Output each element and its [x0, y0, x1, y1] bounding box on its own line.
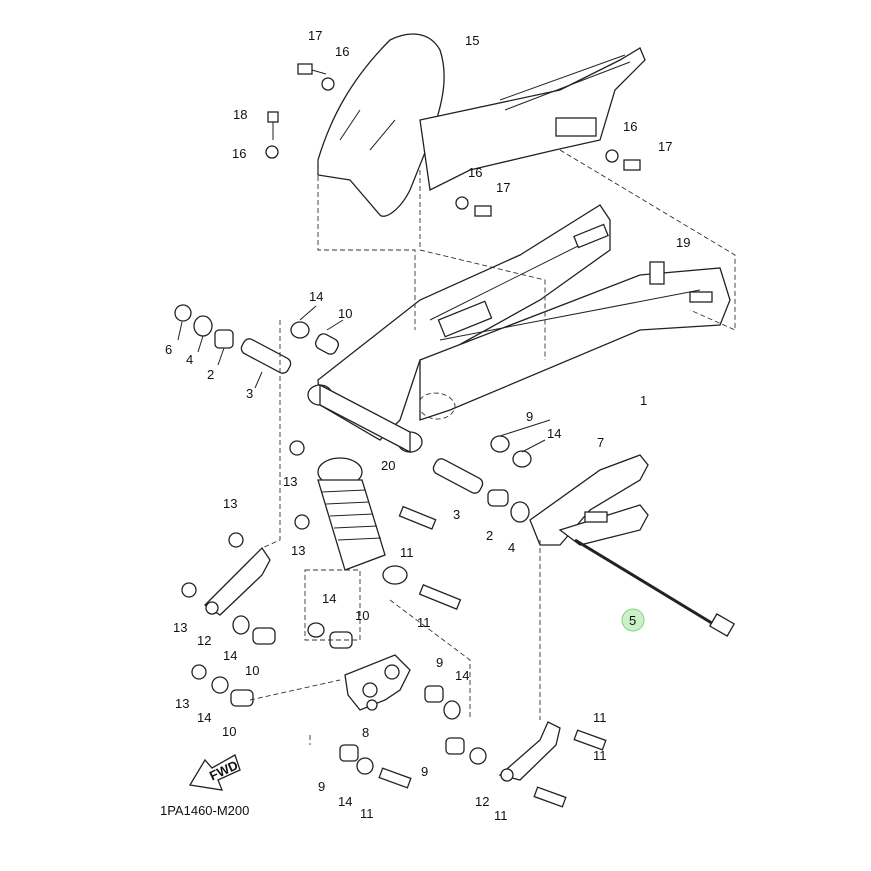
callout-13[interactable]: 13: [283, 474, 297, 489]
callout-14[interactable]: 14: [223, 648, 237, 663]
callout-13[interactable]: 13: [175, 696, 189, 711]
callout-17[interactable]: 17: [308, 28, 322, 43]
callout-10[interactable]: 10: [355, 608, 369, 623]
shock-absorber-drawing: [317, 457, 408, 585]
rear-fender-drawing: [317, 33, 646, 217]
callout-11[interactable]: 11: [593, 748, 607, 763]
callout-14[interactable]: 14: [322, 591, 336, 606]
callout-18[interactable]: 18: [233, 107, 247, 122]
callout-19[interactable]: 19: [676, 235, 690, 250]
callout-20[interactable]: 20: [381, 458, 395, 473]
callout-14[interactable]: 14: [547, 426, 561, 441]
callout-17[interactable]: 17: [496, 180, 510, 195]
fwd-arrow: FWD: [188, 754, 241, 791]
fwd-text: FWD: [207, 757, 240, 783]
callout-13[interactable]: 13: [291, 543, 305, 558]
connecting-rod-right: [498, 721, 561, 782]
callout-14[interactable]: 14: [455, 668, 469, 683]
callout-9[interactable]: 9: [421, 764, 428, 779]
callout-2[interactable]: 2: [207, 367, 214, 382]
callout-11[interactable]: 11: [494, 808, 508, 823]
callout-2[interactable]: 2: [486, 528, 493, 543]
callouts: 1 2 2 3 3 4 4 5 6 7 8 9 9 9 9 10 10 10 1…: [165, 28, 690, 823]
callout-14[interactable]: 14: [309, 289, 323, 304]
callout-3[interactable]: 3: [453, 507, 460, 522]
callout-16[interactable]: 16: [468, 165, 482, 180]
callout-10[interactable]: 10: [245, 663, 259, 678]
callout-5-highlight: [621, 608, 645, 632]
callout-4[interactable]: 4: [186, 352, 193, 367]
callout-16[interactable]: 16: [232, 146, 246, 161]
hardware-drawings: [174, 63, 641, 808]
callout-14[interactable]: 14: [197, 710, 211, 725]
callout-16[interactable]: 16: [623, 119, 637, 134]
callout-9[interactable]: 9: [318, 779, 325, 794]
callout-9[interactable]: 9: [436, 655, 443, 670]
callout-7[interactable]: 7: [597, 435, 604, 450]
callout-1[interactable]: 1: [640, 393, 647, 408]
callout-11[interactable]: 11: [400, 545, 414, 560]
callout-15[interactable]: 15: [465, 33, 479, 48]
callout-11[interactable]: 11: [417, 615, 431, 630]
callout-14[interactable]: 14: [338, 794, 352, 809]
assembly-lines: [177, 149, 736, 745]
callout-12[interactable]: 12: [197, 633, 211, 648]
callout-10[interactable]: 10: [222, 724, 236, 739]
callout-12[interactable]: 12: [475, 794, 489, 809]
callout-13[interactable]: 13: [173, 620, 187, 635]
callout-11[interactable]: 11: [593, 710, 607, 725]
callout-9[interactable]: 9: [526, 409, 533, 424]
callout-3[interactable]: 3: [246, 386, 253, 401]
relay-arm-drawing: [344, 654, 411, 711]
callout-17[interactable]: 17: [658, 139, 672, 154]
callout-10[interactable]: 10: [338, 306, 352, 321]
callout-6[interactable]: 6: [165, 342, 172, 357]
swingarm-drawing: [307, 204, 731, 454]
diagram-code: 1PA1460-M200: [160, 803, 249, 818]
callout-16[interactable]: 16: [335, 44, 349, 59]
chain-guard-drawing: [529, 454, 649, 546]
callout-4[interactable]: 4: [508, 540, 515, 555]
connecting-rod-left: [203, 546, 271, 616]
callout-13[interactable]: 13: [223, 496, 237, 511]
callout-8[interactable]: 8: [362, 725, 369, 740]
callout-5[interactable]: 5: [629, 613, 636, 628]
pivot-shaft-drawing: [574, 538, 736, 637]
callout-11[interactable]: 11: [360, 806, 374, 821]
